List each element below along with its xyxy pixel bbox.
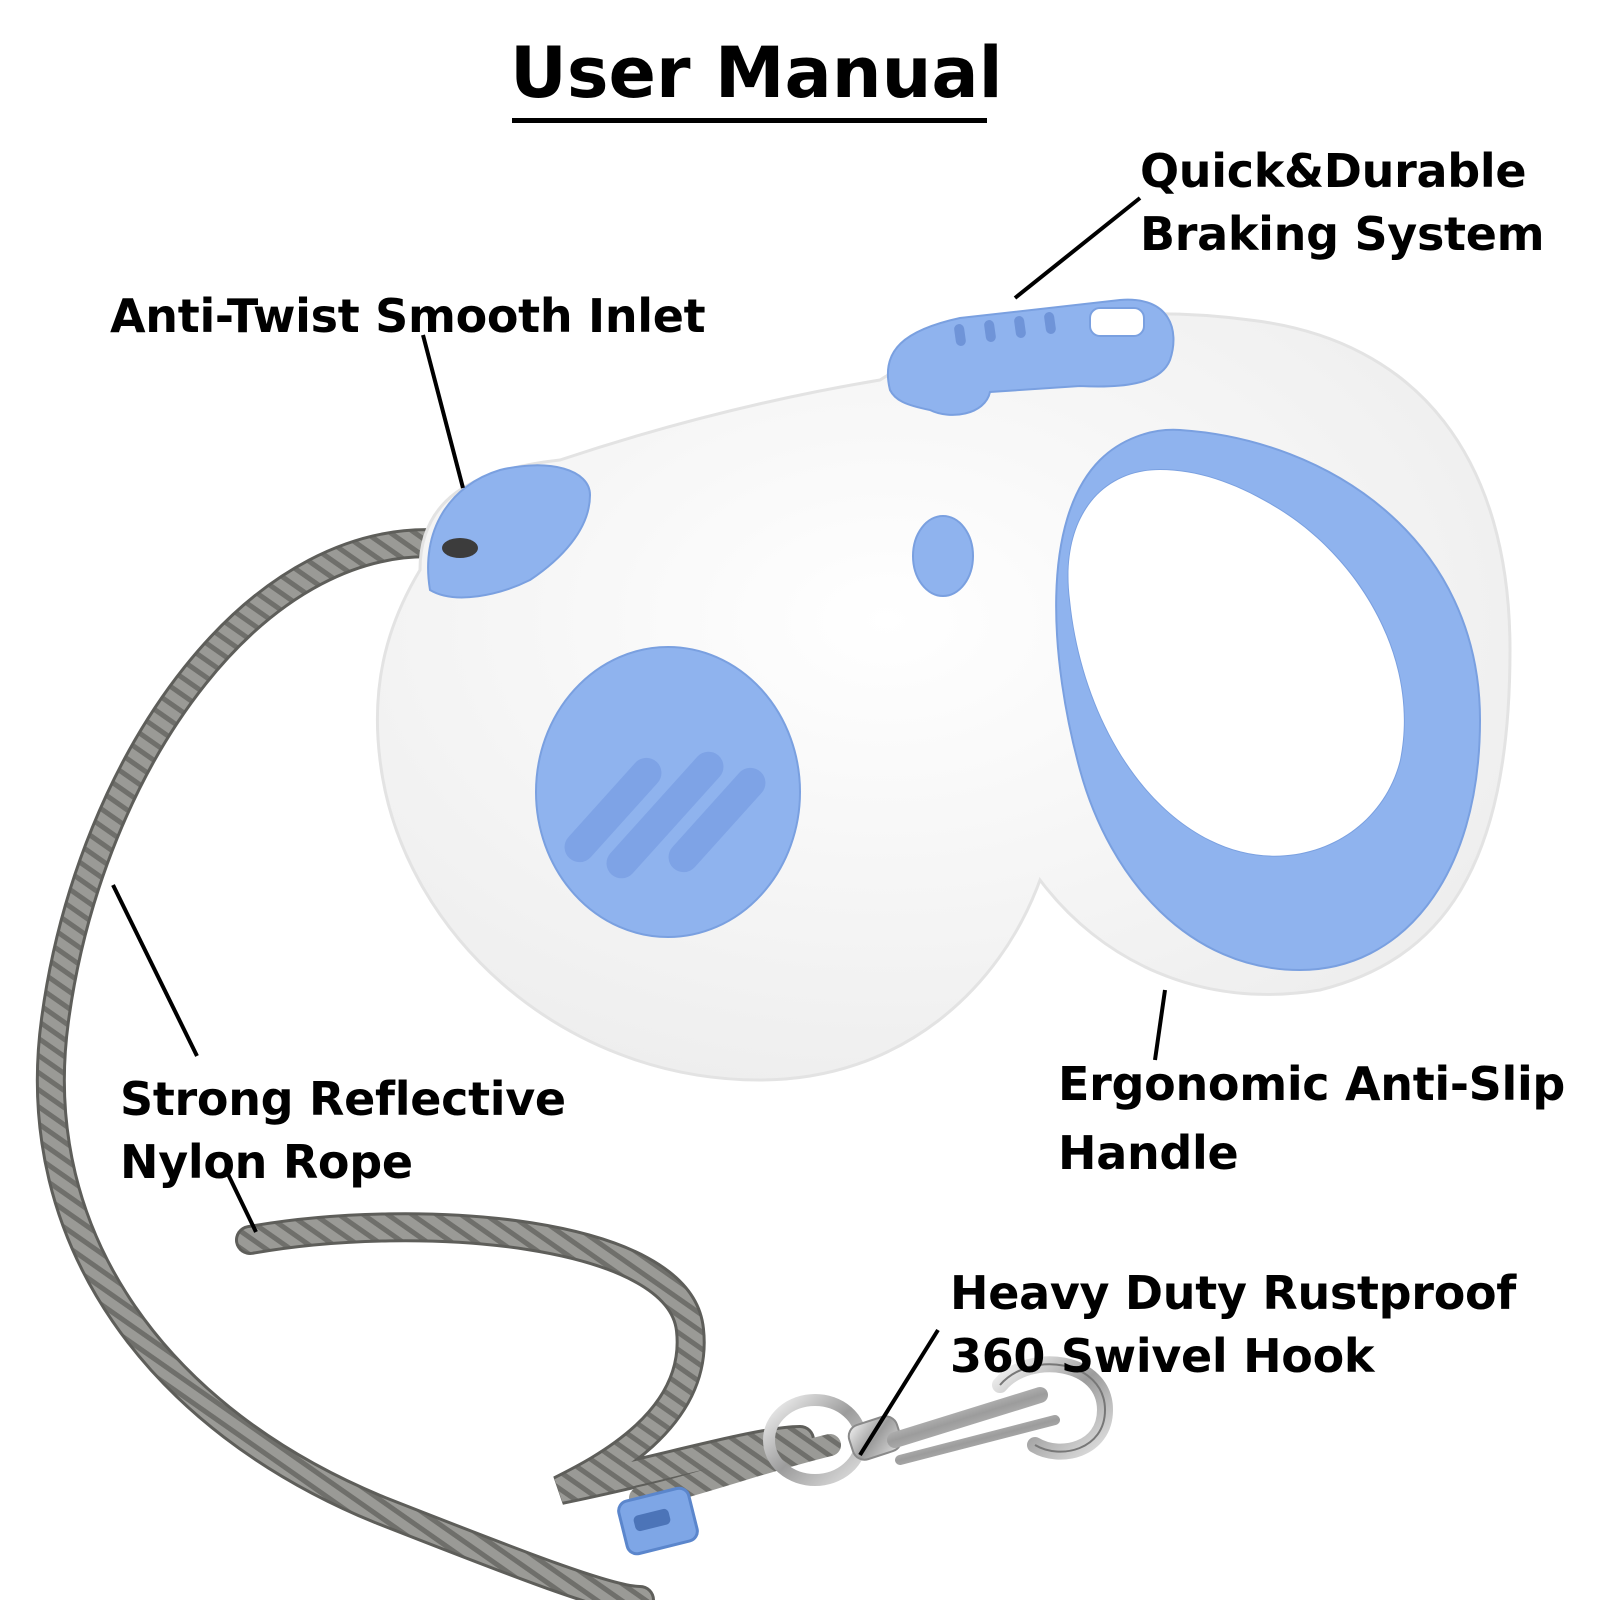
swivel-hook (763, 1356, 1114, 1486)
callout-nylon-rope-line1: Strong Reflective (120, 1072, 566, 1126)
leader-line-rope-lower (224, 1169, 258, 1233)
callout-nylon-rope: Strong Reflective Nylon Rope (120, 1068, 566, 1195)
leash-handle-body (375, 298, 1512, 1082)
callout-anti-slip-handle-line2: Handle (1058, 1126, 1239, 1180)
leader-line-brake (1013, 196, 1142, 300)
callout-swivel-hook: Heavy Duty Rustproof 360 Swivel Hook (950, 1262, 1516, 1389)
leader-line-hook (858, 1328, 940, 1457)
rope-stopper (617, 1486, 699, 1556)
title-underline (512, 118, 987, 123)
leader-line-inlet (421, 334, 465, 489)
lock-button (912, 515, 974, 597)
inlet-cap (427, 464, 592, 599)
callout-smooth-inlet-line1: Anti-Twist Smooth Inlet (110, 289, 706, 343)
page-title: User Manual (510, 32, 1003, 114)
nylon-rope (36, 528, 841, 1600)
leader-lines (111, 196, 1167, 1457)
callout-swivel-hook-line1: Heavy Duty Rustproof (950, 1266, 1517, 1320)
leader-line-rope-upper (111, 884, 199, 1057)
callout-anti-slip-handle: Ergonomic Anti-Slip Handle (1058, 1050, 1565, 1188)
callout-braking-system-line1: Quick&Durable (1140, 144, 1527, 198)
callout-swivel-hook-line2: 360 Swivel Hook (950, 1329, 1375, 1384)
callout-braking-system-line2: Braking System (1140, 207, 1545, 262)
side-disc (535, 646, 801, 938)
callout-nylon-rope-line2: Nylon Rope (120, 1135, 413, 1190)
callout-anti-slip-handle-line1: Ergonomic Anti-Slip (1058, 1057, 1566, 1111)
brake-button (886, 298, 1175, 416)
leader-line-handle (1153, 989, 1167, 1061)
rope-inlet-hole (442, 538, 478, 558)
callout-smooth-inlet: Anti-Twist Smooth Inlet (110, 285, 706, 348)
callout-braking-system: Quick&Durable Braking System (1140, 140, 1545, 267)
